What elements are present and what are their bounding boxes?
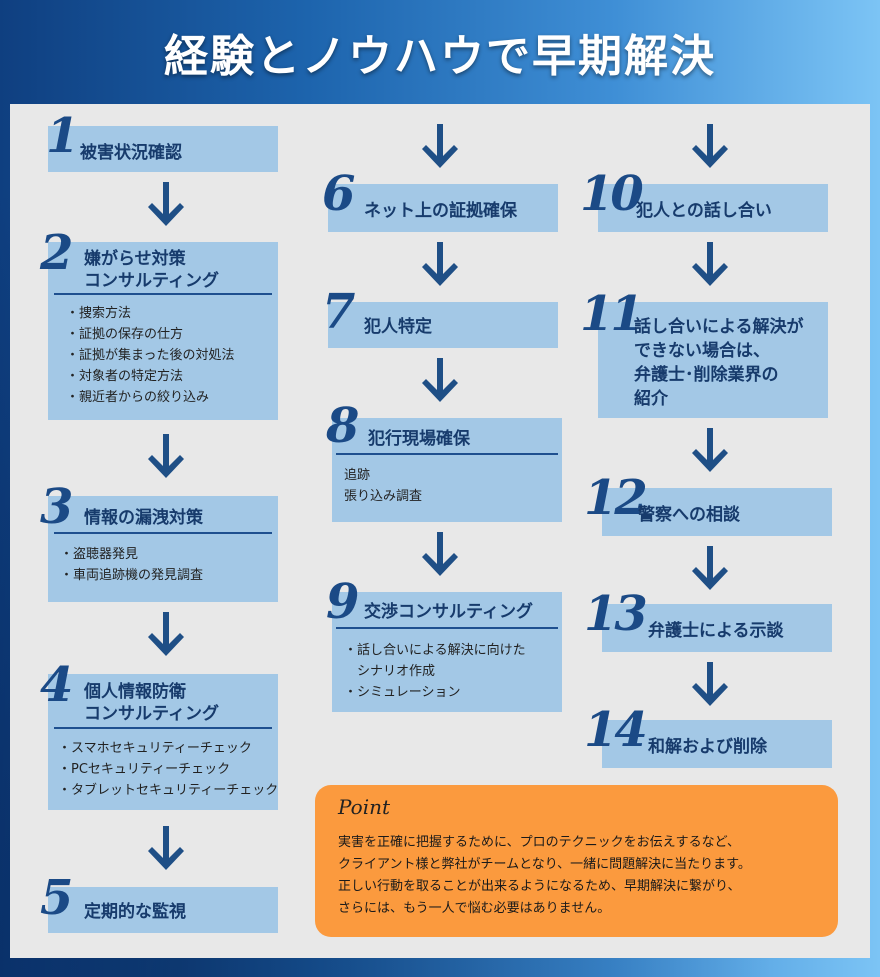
step-13-box: [602, 604, 832, 652]
step-3-item: ・車両追跡機の発見調査: [60, 568, 204, 583]
page-title: 経験とノウハウで早期解決: [164, 31, 716, 82]
step-11-number: 11: [580, 286, 644, 342]
step-4-item: ・スマホセキュリティーチェック: [58, 741, 252, 756]
step-9-divider: [336, 627, 558, 629]
step-2-item: ・証拠の保存の仕方: [66, 327, 184, 342]
step-11-box: [598, 302, 828, 418]
step-7-number: 7: [322, 284, 355, 340]
step-6-label: ネット上の証拠確保: [364, 201, 517, 221]
step-4-label-line2: コンサルティング: [84, 704, 219, 724]
step-9-item: ・話し合いによる解決に向けた: [344, 643, 526, 658]
step-11-label-line3: 弁護士･削除業界の: [634, 365, 779, 385]
step-3-label: 情報の漏洩対策: [84, 508, 203, 528]
step-9-item: ・シミュレーション: [344, 685, 461, 700]
step-11-label-line2: できない場合は、: [634, 341, 770, 361]
point-text-line: さらには、もう一人で悩む必要はありません。: [338, 901, 611, 916]
arrow-down-icon: [692, 428, 728, 472]
step-1-number: 1: [46, 108, 79, 164]
arrow-down-icon: [422, 242, 458, 286]
step-14-number: 14: [584, 702, 648, 758]
step-2-item: ・証拠が集まった後の対処法: [66, 348, 235, 363]
step-4-label-line1: 個人情報防衛: [84, 682, 186, 702]
point-box: [315, 785, 838, 937]
step-13-number: 13: [584, 586, 648, 642]
step-2-number: 2: [40, 225, 73, 281]
arrow-down-icon: [692, 124, 728, 168]
step-9-number: 9: [326, 574, 359, 630]
point-text-line: クライアント様と弊社がチームとなり、一緒に問題解決に当たります。: [338, 857, 751, 872]
point-text-line: 実害を正確に把握するために、プロのテクニックをお伝えするなど、: [338, 835, 740, 850]
step-8-item: 追跡: [344, 468, 371, 483]
step-8-item: 張り込み調査: [344, 489, 423, 504]
step-9-label: 交渉コンサルティング: [364, 602, 533, 622]
step-2-divider: [54, 293, 272, 295]
step-4-item: ・タブレットセキュリティーチェック: [58, 783, 279, 798]
step-2-item: ・捜索方法: [66, 306, 132, 321]
step-8-label: 犯行現場確保: [368, 429, 470, 449]
point-text: 実害を正確に把握するために、プロのテクニックをお伝えするなど、 クライアント様と…: [338, 832, 828, 920]
step-1-label: 被害状況確認: [80, 143, 182, 163]
arrow-down-icon: [422, 532, 458, 576]
step-5-number: 5: [40, 870, 73, 926]
step-2-item: ・対象者の特定方法: [66, 369, 184, 384]
step-10-box: [598, 184, 828, 232]
step-13-label: 弁護士による示談: [648, 621, 784, 641]
step-2-label-line1: 嫌がらせ対策: [84, 249, 186, 269]
arrow-down-icon: [148, 826, 184, 870]
arrow-down-icon: [148, 182, 184, 226]
step-8-divider: [336, 453, 558, 455]
step-6-box: [328, 184, 558, 232]
arrow-down-icon: [422, 124, 458, 168]
point-title: Point: [338, 795, 391, 819]
step-10-label: 犯人との話し合い: [636, 201, 772, 221]
step-2-label-line2: コンサルティング: [84, 271, 219, 291]
step-12-label: 警察への相談: [638, 505, 740, 525]
step-4-box: [48, 674, 278, 810]
step-14-box: [602, 720, 832, 768]
arrow-down-icon: [422, 358, 458, 402]
arrow-down-icon: [692, 546, 728, 590]
step-4-item: ・PCセキュリティーチェック: [58, 762, 231, 777]
step-11-label-line4: 紹介: [634, 389, 668, 409]
arrow-down-icon: [148, 612, 184, 656]
step-14-label: 和解および削除: [648, 737, 767, 757]
step-8-number: 8: [326, 398, 359, 454]
step-7-box: [328, 302, 558, 348]
arrow-down-icon: [148, 434, 184, 478]
step-9-item: シナリオ作成: [344, 664, 436, 679]
step-4-number: 4: [40, 657, 73, 713]
point-text-line: 正しい行動を取ることが出来るようになるため、早期解決に繋がり、: [338, 879, 741, 894]
step-7-label: 犯人特定: [364, 317, 432, 337]
step-1-box: [48, 126, 278, 172]
step-6-number: 6: [322, 166, 355, 222]
step-10-number: 10: [580, 166, 644, 222]
step-3-item: ・盗聴器発見: [60, 547, 139, 562]
step-9-box: [332, 592, 562, 712]
arrow-down-icon: [692, 242, 728, 286]
step-2-box: [48, 242, 278, 420]
step-12-box: [602, 488, 832, 536]
arrow-down-icon: [692, 662, 728, 706]
step-5-box: [48, 887, 278, 933]
step-8-box: [332, 418, 562, 522]
step-5-label: 定期的な監視: [84, 902, 186, 922]
step-3-divider: [54, 532, 272, 534]
step-3-box: [48, 496, 278, 602]
step-12-number: 12: [584, 470, 648, 526]
step-11-label-line1: 話し合いによる解決が: [634, 317, 804, 337]
step-3-number: 3: [40, 479, 73, 535]
step-4-divider: [54, 727, 272, 729]
step-2-item: ・親近者からの絞り込み: [66, 390, 210, 405]
